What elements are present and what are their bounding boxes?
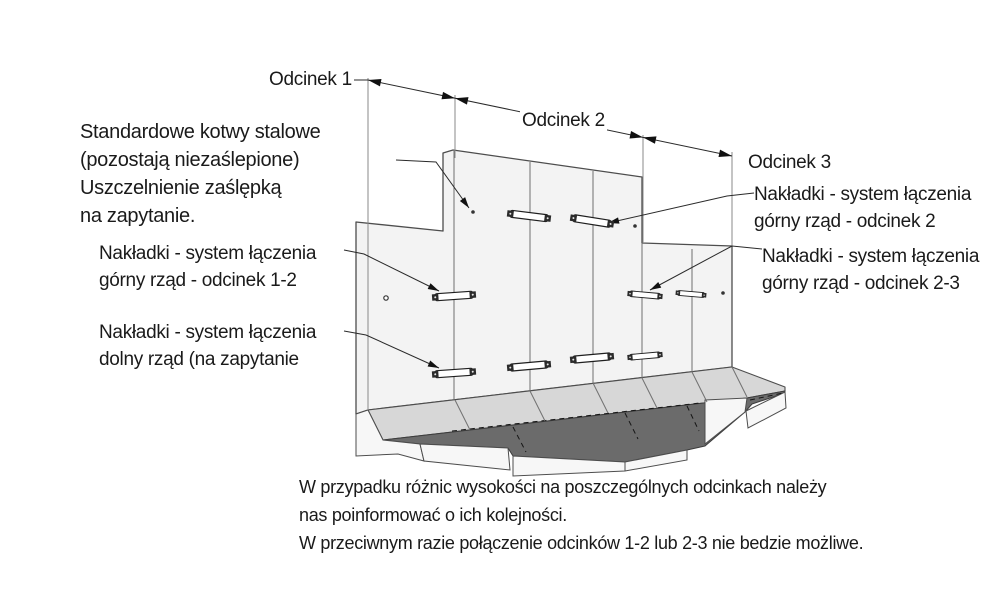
footing-step-face bbox=[704, 397, 748, 446]
dimension-text: Odcinek 1 bbox=[269, 69, 352, 90]
band-joint-line bbox=[529, 390, 546, 422]
band-joint-line bbox=[641, 377, 658, 409]
note-line: W przypadku różnic wysokości na poszczeg… bbox=[299, 477, 827, 497]
leader-anchors-note bbox=[395, 159, 470, 209]
note-line: Standardowe kotwy stalowe bbox=[80, 121, 321, 143]
slab-dashed-joints bbox=[451, 392, 784, 453]
leader-top-left-label bbox=[343, 249, 440, 292]
height-difference-note: W przypadku różnic wysokości na poszczeg… bbox=[299, 473, 864, 557]
callout-connectors-top-row-2-3: Nakładki - system łączenia górny rząd - … bbox=[762, 243, 979, 297]
panel-joints bbox=[453, 151, 748, 431]
note-line: W przeciwnym razie połączenie odcinków 1… bbox=[299, 533, 864, 553]
dimension-arrow bbox=[718, 149, 733, 160]
dimension-arrow bbox=[367, 76, 382, 87]
footing-front-left bbox=[419, 443, 511, 471]
callout-line: górny rząd - odcinek 2 bbox=[754, 211, 936, 232]
dimension-arrow bbox=[441, 91, 456, 102]
note-line: Uszczelnienie zaślępką bbox=[80, 177, 282, 199]
dimension-extension-lines bbox=[367, 78, 733, 410]
callout-line: Nakładki - system łączenia bbox=[99, 243, 317, 264]
callout-connectors-top-row-seg2: Nakładki - system łączenia górny rząd - … bbox=[754, 181, 971, 235]
note-line: (pozostają niezaślepione) bbox=[80, 149, 300, 171]
callout-line: górny rząd - odcinek 1-2 bbox=[99, 270, 297, 291]
leader-lines bbox=[343, 159, 763, 369]
steel-anchors bbox=[383, 210, 725, 301]
anchor-dot bbox=[383, 295, 389, 301]
band-joint-line bbox=[592, 382, 609, 414]
band-joint-line bbox=[454, 399, 471, 431]
leader-bottom-left-label bbox=[343, 330, 440, 369]
dimension-arrow bbox=[629, 131, 644, 142]
dimension-arrow bbox=[454, 94, 469, 105]
callout-line: Nakładki - system łączenia bbox=[99, 322, 317, 343]
dimension-text: Odcinek 2 bbox=[522, 110, 605, 131]
leader-right-label-2 bbox=[649, 245, 763, 291]
anchor-dot bbox=[721, 291, 725, 295]
anchors-note: Standardowe kotwy stalowe (pozostają nie… bbox=[80, 118, 321, 230]
note-line: na zapytanie. bbox=[80, 205, 196, 227]
callout-connectors-top-row-1-2: Nakładki - system łączenia górny rząd - … bbox=[99, 240, 316, 294]
footing-front-right bbox=[745, 391, 787, 429]
callout-line: Nakładki - system łączenia bbox=[762, 246, 980, 267]
dimension-label-segment-3: Odcinek 3 bbox=[746, 149, 833, 176]
dimension-text: Odcinek 3 bbox=[748, 152, 831, 173]
callout-connectors-bottom-row: Nakładki - system łączenia dolny rząd (n… bbox=[99, 319, 316, 373]
anchor-dot bbox=[471, 210, 475, 214]
anchor-dot bbox=[633, 224, 637, 228]
callout-line: górny rząd - odcinek 2-3 bbox=[762, 273, 960, 294]
callout-line: Nakładki - system łączenia bbox=[754, 184, 972, 205]
dimension-arrow bbox=[642, 133, 657, 144]
leader-right-label-1 bbox=[607, 192, 755, 224]
dimension-label-segment-1: Odcinek 1 bbox=[267, 66, 354, 93]
callout-line: dolny rząd (na zapytanie bbox=[99, 349, 299, 370]
note-line: nas poinformować o ich kolejności. bbox=[299, 505, 567, 525]
band-joint-line bbox=[731, 366, 748, 398]
band-joint-line bbox=[691, 371, 708, 403]
dimension-label-segment-2: Odcinek 2 bbox=[520, 107, 607, 134]
